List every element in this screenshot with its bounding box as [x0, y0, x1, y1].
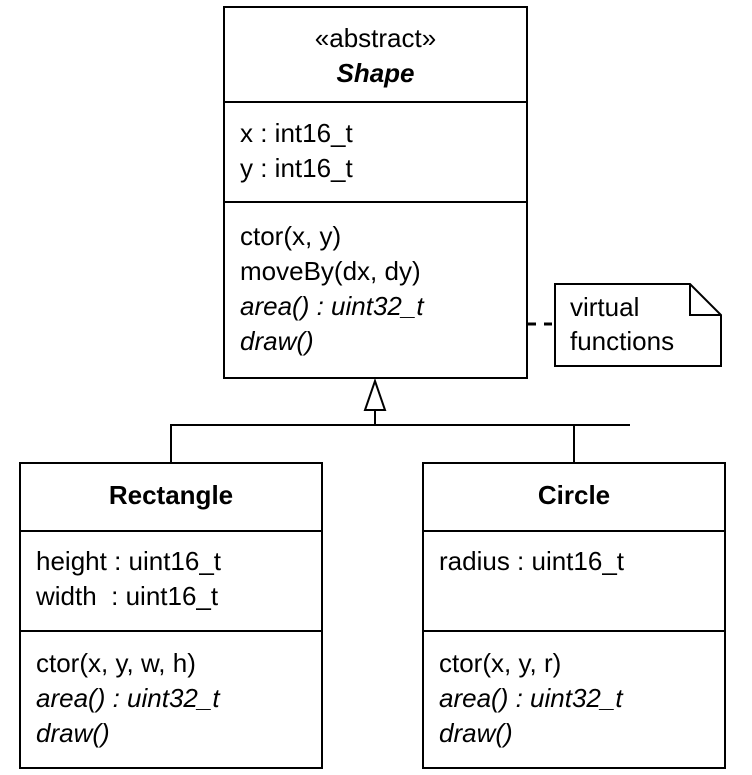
note-line-2: functions [570, 326, 675, 356]
shape-stereotype: «abstract» [314, 23, 437, 53]
shape-class-box: «abstract» Shape x : int16_t y : int16_t… [223, 6, 528, 379]
rectangle-name-divider [21, 530, 321, 532]
shape-attribute-divider [225, 201, 526, 203]
shape-attribute-y: y : int16_t [240, 153, 353, 183]
shape-class-name: Shape [336, 58, 415, 88]
shape-operation-draw: draw() [240, 326, 314, 356]
rectangle-class-box: Rectangle height : uint16_t width : uint… [19, 462, 323, 769]
circle-operation-area: area() : uint32_t [439, 683, 623, 713]
shape-attribute-x: x : int16_t [240, 118, 353, 148]
generalization-arrowhead [363, 377, 387, 411]
rectangle-attribute-height: height : uint16_t [36, 546, 222, 576]
shape-operation-moveby: moveBy(dx, dy) [240, 256, 421, 286]
rectangle-attribute-divider [21, 630, 321, 632]
circle-name-divider [424, 530, 724, 532]
note-box [554, 283, 722, 367]
rectangle-attribute-width: width : uint16_t [36, 581, 219, 611]
shape-name-divider [225, 101, 526, 103]
note-folded-corner [689, 284, 721, 316]
circle-attribute-radius: radius : uint16_t [439, 546, 625, 576]
rectangle-class-name: Rectangle [108, 480, 234, 510]
shape-operation-area: area() : uint32_t [240, 291, 424, 321]
circle-attribute-divider [424, 630, 724, 632]
note-line-1: virtual [570, 292, 640, 322]
rectangle-operation-area: area() : uint32_t [36, 683, 220, 713]
rectangle-operation-ctor: ctor(x, y, w, h) [36, 648, 196, 678]
circle-class-box: Circle radius : uint16_t ctor(x, y, r) a… [422, 462, 726, 769]
circle-operation-ctor: ctor(x, y, r) [439, 648, 562, 678]
circle-class-name: Circle [537, 480, 611, 510]
circle-operation-draw: draw() [439, 718, 513, 748]
rectangle-operation-draw: draw() [36, 718, 110, 748]
shape-operation-ctor: ctor(x, y) [240, 221, 342, 251]
